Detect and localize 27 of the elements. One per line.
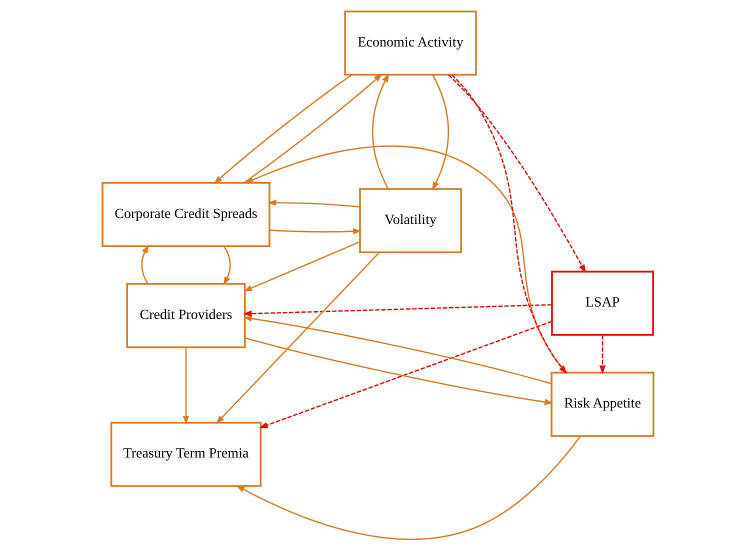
arrow	[244, 337, 553, 406]
arrow	[182, 347, 189, 425]
arrow	[235, 436, 581, 540]
arrow	[213, 74, 352, 184]
node-box: Corporate Credit Spreads	[101, 182, 270, 248]
arrow	[242, 316, 552, 384]
node-box: Volatility	[358, 188, 462, 254]
node-box: Credit Providers	[126, 283, 246, 348]
arrow	[242, 304, 552, 317]
node-box: Risk Appetite	[550, 372, 654, 437]
arrow	[268, 228, 362, 234]
arrow	[267, 200, 360, 208]
arrow	[242, 241, 360, 292]
arrow	[450, 74, 567, 374]
arrow	[372, 73, 389, 190]
arrow	[140, 244, 148, 284]
node-box: LSAP	[550, 270, 654, 336]
arrow	[222, 246, 230, 286]
arrow	[448, 74, 586, 274]
node-box: Treasury Term Premia	[110, 422, 262, 487]
arrow	[598, 335, 606, 374]
arrow	[431, 74, 449, 191]
node-box: Economic Activity	[344, 10, 476, 76]
arrow	[243, 74, 382, 184]
arrow	[244, 146, 567, 373]
arrow	[258, 320, 552, 428]
arrow	[215, 252, 380, 424]
